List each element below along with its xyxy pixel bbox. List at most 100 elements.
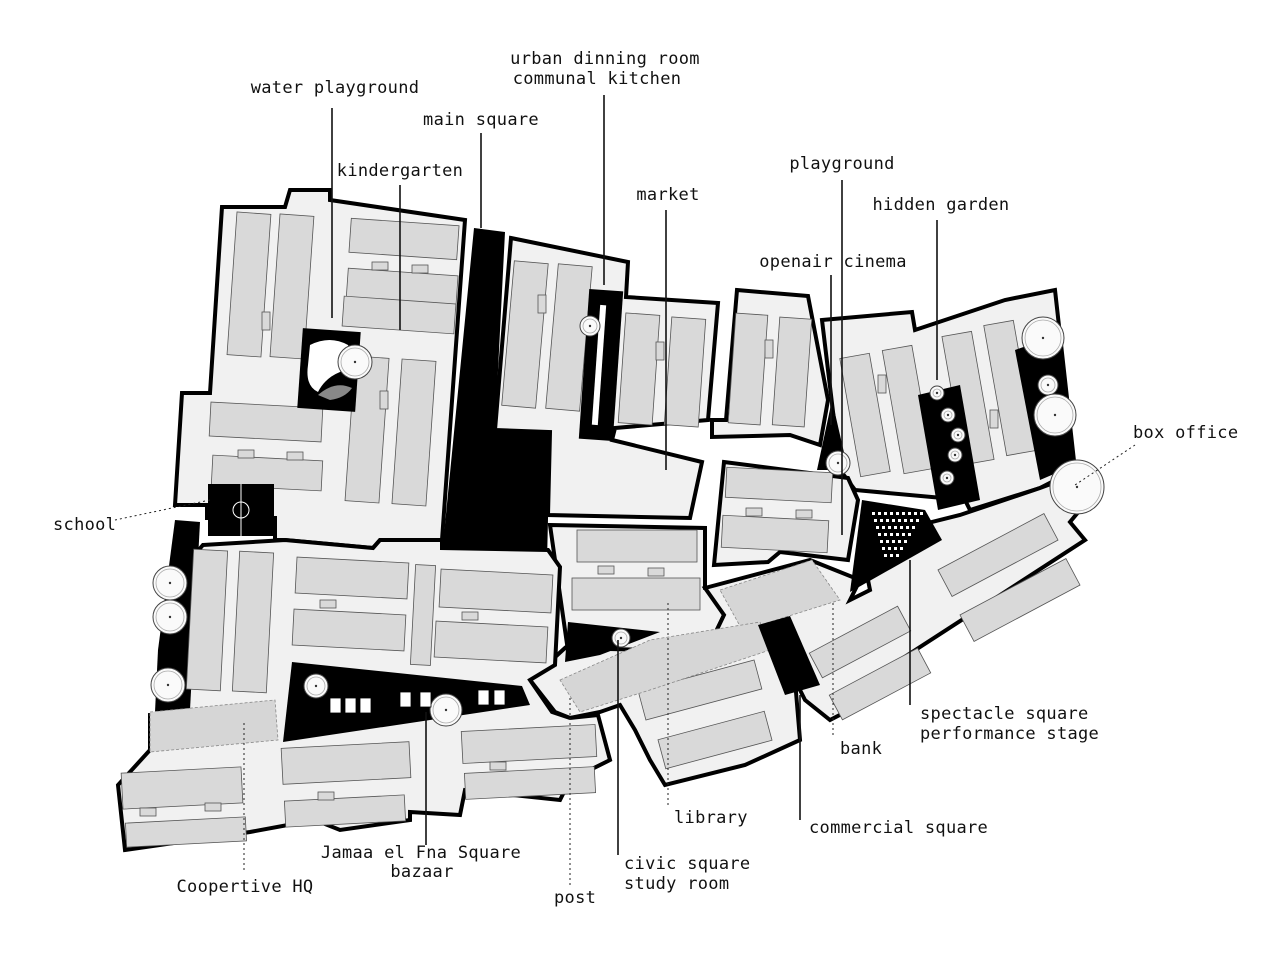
- audience-seat: [880, 540, 883, 543]
- tree-canopy: [942, 473, 952, 483]
- audience-seat: [890, 512, 893, 515]
- label-cooperative-hq: Coopertive HQ: [177, 877, 314, 897]
- building: [537, 294, 547, 314]
- tree-trunk: [619, 636, 623, 640]
- audience-seat: [892, 540, 895, 543]
- building: [637, 659, 763, 721]
- building: [409, 564, 437, 666]
- tree-canopy: [1040, 377, 1056, 393]
- building: [438, 568, 554, 614]
- trees: [150, 315, 1105, 727]
- open-area: [149, 699, 279, 753]
- label-market: market: [636, 185, 699, 205]
- building: [317, 791, 335, 801]
- label-main-square: main square: [423, 110, 539, 130]
- tree-trunk: [956, 433, 960, 437]
- label-civic-2: study room: [624, 874, 729, 894]
- tree-canopy: [155, 602, 185, 632]
- dotted-leader: [114, 499, 211, 521]
- tree-trunk: [353, 360, 357, 364]
- building: [411, 264, 429, 274]
- audience-seat: [882, 526, 885, 529]
- building: [489, 761, 507, 771]
- audience-seat: [904, 519, 907, 522]
- audience-seat: [892, 519, 895, 522]
- label-jamaa-2: bazaar: [390, 862, 453, 882]
- tree-canopy: [1024, 319, 1062, 357]
- tree-trunk: [168, 581, 172, 585]
- label-jamaa-1: Jamaa el Fna Square: [321, 843, 521, 863]
- tree-trunk: [166, 683, 170, 687]
- tree-trunk: [1041, 336, 1045, 340]
- audience-seat: [876, 526, 879, 529]
- tree-trunk: [168, 615, 172, 619]
- dining-table: [591, 304, 607, 426]
- building: [828, 647, 932, 721]
- audience-seat: [896, 554, 899, 557]
- audience-seat: [874, 519, 877, 522]
- open-area: [559, 621, 771, 713]
- building: [237, 449, 255, 459]
- building: [877, 374, 887, 394]
- tree-canopy: [432, 696, 460, 724]
- building: [319, 599, 337, 609]
- audience-seat: [884, 512, 887, 515]
- bazaar-stall: [477, 689, 490, 706]
- audience-seat: [884, 554, 887, 557]
- building: [959, 558, 1081, 642]
- tree-canopy: [153, 670, 183, 700]
- buildings: [120, 211, 1081, 848]
- building: [937, 513, 1059, 597]
- audience-seat: [888, 526, 891, 529]
- building: [231, 550, 275, 694]
- building: [139, 807, 157, 817]
- label-urban-dining-2: communal kitchen: [513, 69, 682, 89]
- label-bank: bank: [840, 739, 882, 759]
- building: [795, 509, 813, 519]
- building: [391, 358, 437, 507]
- label-spectacle-1: spectacle square: [920, 704, 1089, 724]
- audience-seat: [910, 519, 913, 522]
- building: [576, 529, 698, 563]
- building: [208, 401, 324, 443]
- audience-seat: [900, 526, 903, 529]
- audience-seat: [894, 526, 897, 529]
- label-box-office: box office: [1133, 423, 1238, 443]
- audience-seat: [900, 547, 903, 550]
- audience-seat: [890, 533, 893, 536]
- building: [597, 565, 615, 575]
- building: [379, 390, 389, 410]
- hidden-garden-square: [918, 385, 980, 510]
- bazaar-stall: [399, 691, 412, 708]
- tree-canopy: [943, 410, 953, 420]
- building: [280, 741, 412, 785]
- audience-seat: [896, 512, 899, 515]
- tree-canopy: [932, 388, 942, 398]
- tree-trunk: [588, 324, 592, 328]
- bazaar-stall: [344, 697, 357, 714]
- audience-seat: [914, 512, 917, 515]
- building: [655, 341, 665, 361]
- building: [463, 766, 597, 800]
- building: [839, 352, 891, 478]
- audience-seat: [878, 512, 881, 515]
- audience-seat: [898, 540, 901, 543]
- building: [617, 312, 661, 426]
- tree-trunk: [1053, 413, 1057, 417]
- tree-canopy: [306, 676, 326, 696]
- audience-seat: [888, 547, 891, 550]
- tree-canopy: [582, 318, 598, 334]
- audience-seat: [886, 540, 889, 543]
- audience-seat: [912, 526, 915, 529]
- label-school: school: [53, 515, 116, 535]
- building: [724, 466, 834, 504]
- building: [460, 724, 598, 764]
- audience-seat: [880, 519, 883, 522]
- building: [657, 710, 773, 770]
- label-commercial-square: commercial square: [809, 818, 988, 838]
- building: [461, 611, 479, 621]
- tree-trunk: [946, 413, 950, 417]
- audience-seat: [872, 512, 875, 515]
- leader-lines: [114, 95, 1136, 885]
- labels: water playground kindergarten main squar…: [53, 49, 1238, 908]
